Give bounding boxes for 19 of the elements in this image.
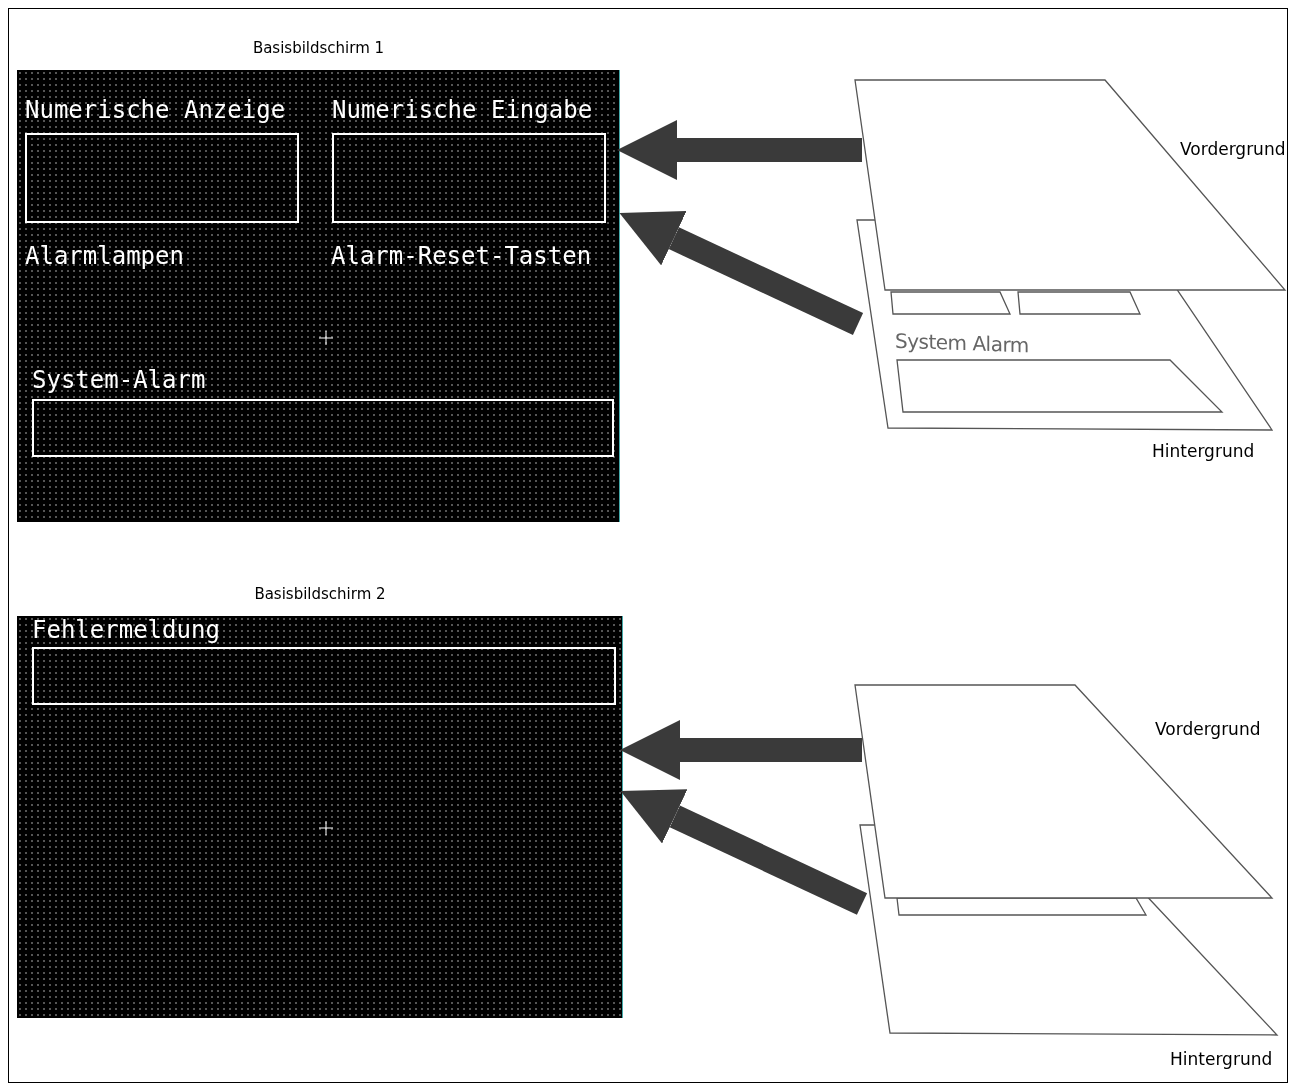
layer-label: Hintergrund: [1170, 1048, 1273, 1070]
block-arrow: [617, 120, 862, 180]
field-label: Numerische Eingabe: [332, 95, 593, 125]
layer-label: Hintergrund: [1152, 440, 1255, 462]
block-arrow: [620, 720, 862, 780]
field-label: System Alarm: [895, 327, 1029, 359]
layer-field-group: [893, 330, 1225, 415]
block-arrow: [619, 211, 864, 335]
layer-field: [890, 291, 1012, 315]
field-label: System-Alarm: [32, 365, 206, 395]
layer-field: [1017, 291, 1142, 315]
field-label: Numerische Anzeige: [25, 95, 286, 125]
screen-title: Basisbildschirm 1: [251, 38, 386, 58]
layer-label: Vordergrund: [1155, 718, 1261, 740]
field-label: Alarmlampen: [25, 241, 184, 271]
field-label: Fehlermeldung: [32, 615, 220, 645]
field-label: Alarm-Reset-Tasten: [331, 241, 592, 271]
screen-title: Basisbildschirm 2: [253, 584, 387, 604]
block-arrow: [620, 789, 868, 915]
